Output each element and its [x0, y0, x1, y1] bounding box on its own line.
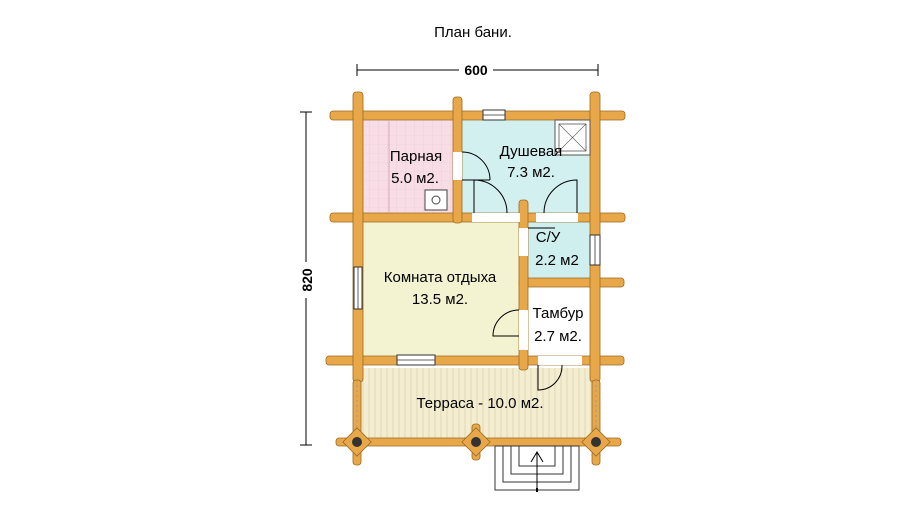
terrace-posts	[342, 427, 611, 457]
komnata-area: 13.5 м2.	[412, 291, 468, 308]
width-label: 600	[464, 62, 488, 78]
dushevaya-name: Душевая	[500, 143, 563, 160]
stove	[424, 189, 448, 211]
height-dimension: 820	[297, 111, 315, 446]
doors	[461, 151, 578, 391]
plan-title: План бани.	[434, 24, 512, 41]
parnaya-area: 5.0 м2.	[391, 170, 439, 187]
width-dimension: 600	[356, 60, 599, 78]
terrace-label: Терраса - 10.0 м2.	[416, 395, 543, 412]
wall-openings	[453, 152, 582, 365]
su-floor	[528, 222, 590, 278]
tambur-area: 2.7 м2.	[534, 328, 582, 345]
komnata-name: Комната отдыха	[384, 269, 497, 286]
parnaya-name: Парная	[390, 148, 442, 165]
dushevaya-area: 7.3 м2.	[507, 164, 555, 181]
tambur-name: Тамбур	[533, 305, 584, 322]
su-area: 2.2 м2	[535, 252, 579, 269]
shower-tray	[554, 119, 591, 156]
height-label: 820	[299, 268, 315, 292]
tambur-floor	[528, 288, 590, 356]
su-name: С/У	[536, 229, 561, 246]
